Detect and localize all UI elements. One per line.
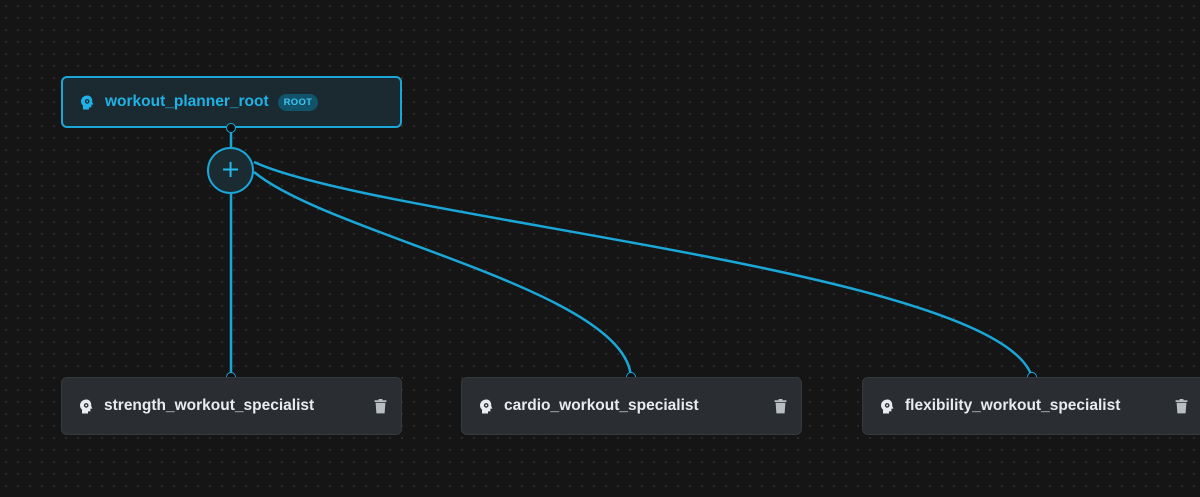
root-agent-label: workout_planner_root	[105, 93, 269, 110]
trash-icon[interactable]	[1175, 398, 1188, 414]
agent-node-strength[interactable]: strength_workout_specialist	[61, 377, 402, 435]
root-output-handle[interactable]	[226, 123, 236, 133]
agent-node-label: cardio_workout_specialist	[504, 397, 699, 414]
agent-node-label: strength_workout_specialist	[104, 397, 315, 414]
edge-to-cardio	[253, 171, 633, 378]
root-badge: ROOT	[277, 93, 319, 111]
agent-brain-icon	[80, 399, 93, 413]
trash-icon[interactable]	[774, 398, 787, 414]
agent-node-flexibility[interactable]: flexibility_workout_specialist	[862, 377, 1200, 435]
agent-brain-icon	[881, 399, 894, 413]
edge-to-flexibility	[253, 160, 1034, 378]
agent-node-cardio[interactable]: cardio_workout_specialist	[461, 377, 802, 435]
add-sub-agent-button[interactable]: +	[207, 147, 254, 194]
agent-brain-icon	[81, 95, 94, 109]
root-agent-node[interactable]: workout_planner_root ROOT	[61, 76, 402, 128]
trash-icon[interactable]	[374, 398, 387, 414]
agent-brain-icon	[480, 399, 493, 413]
agent-node-label: flexibility_workout_specialist	[905, 397, 1121, 414]
